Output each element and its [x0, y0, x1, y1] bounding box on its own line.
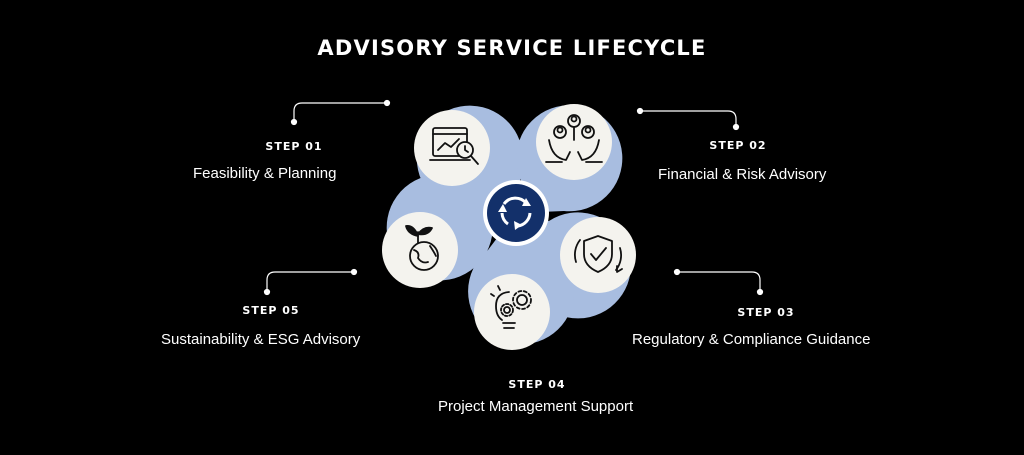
- shield-check-icon: [573, 235, 623, 273]
- step-01-label: STEP 01: [265, 140, 323, 153]
- connector-step-02: [640, 110, 737, 127]
- connector-step-05: [266, 271, 354, 292]
- step-04-title: Project Management Support: [438, 398, 634, 415]
- connector-step-03: [677, 271, 761, 292]
- earth-leaf-icon: [405, 225, 439, 271]
- step-05-label: STEP 05: [242, 304, 300, 317]
- step-02-title: Financial & Risk Advisory: [658, 166, 827, 183]
- analytics-magnifier-icon: [429, 127, 479, 165]
- step-04-label: STEP 04: [508, 378, 566, 391]
- center-hub: [483, 180, 549, 246]
- page-title: ADVISORY SERVICE LIFECYCLE: [317, 36, 707, 60]
- step-01-title: Feasibility & Planning: [193, 165, 337, 182]
- step-03-label: STEP 03: [737, 306, 795, 319]
- disc-step-05: [382, 212, 458, 288]
- connector-step-01: [293, 102, 387, 122]
- step-02-label: STEP 02: [709, 139, 767, 152]
- disc-step-02: [536, 104, 612, 180]
- connectors: [263, 99, 764, 296]
- disc-step-03: [560, 217, 636, 293]
- people-hands-icon: [545, 114, 603, 163]
- disc-step-01: [414, 110, 490, 186]
- step-03-title: Regulatory & Compliance Guidance: [632, 331, 871, 348]
- lightbulb-gears-icon: [490, 285, 532, 329]
- step-05-title: Sustainability & ESG Advisory: [161, 331, 361, 348]
